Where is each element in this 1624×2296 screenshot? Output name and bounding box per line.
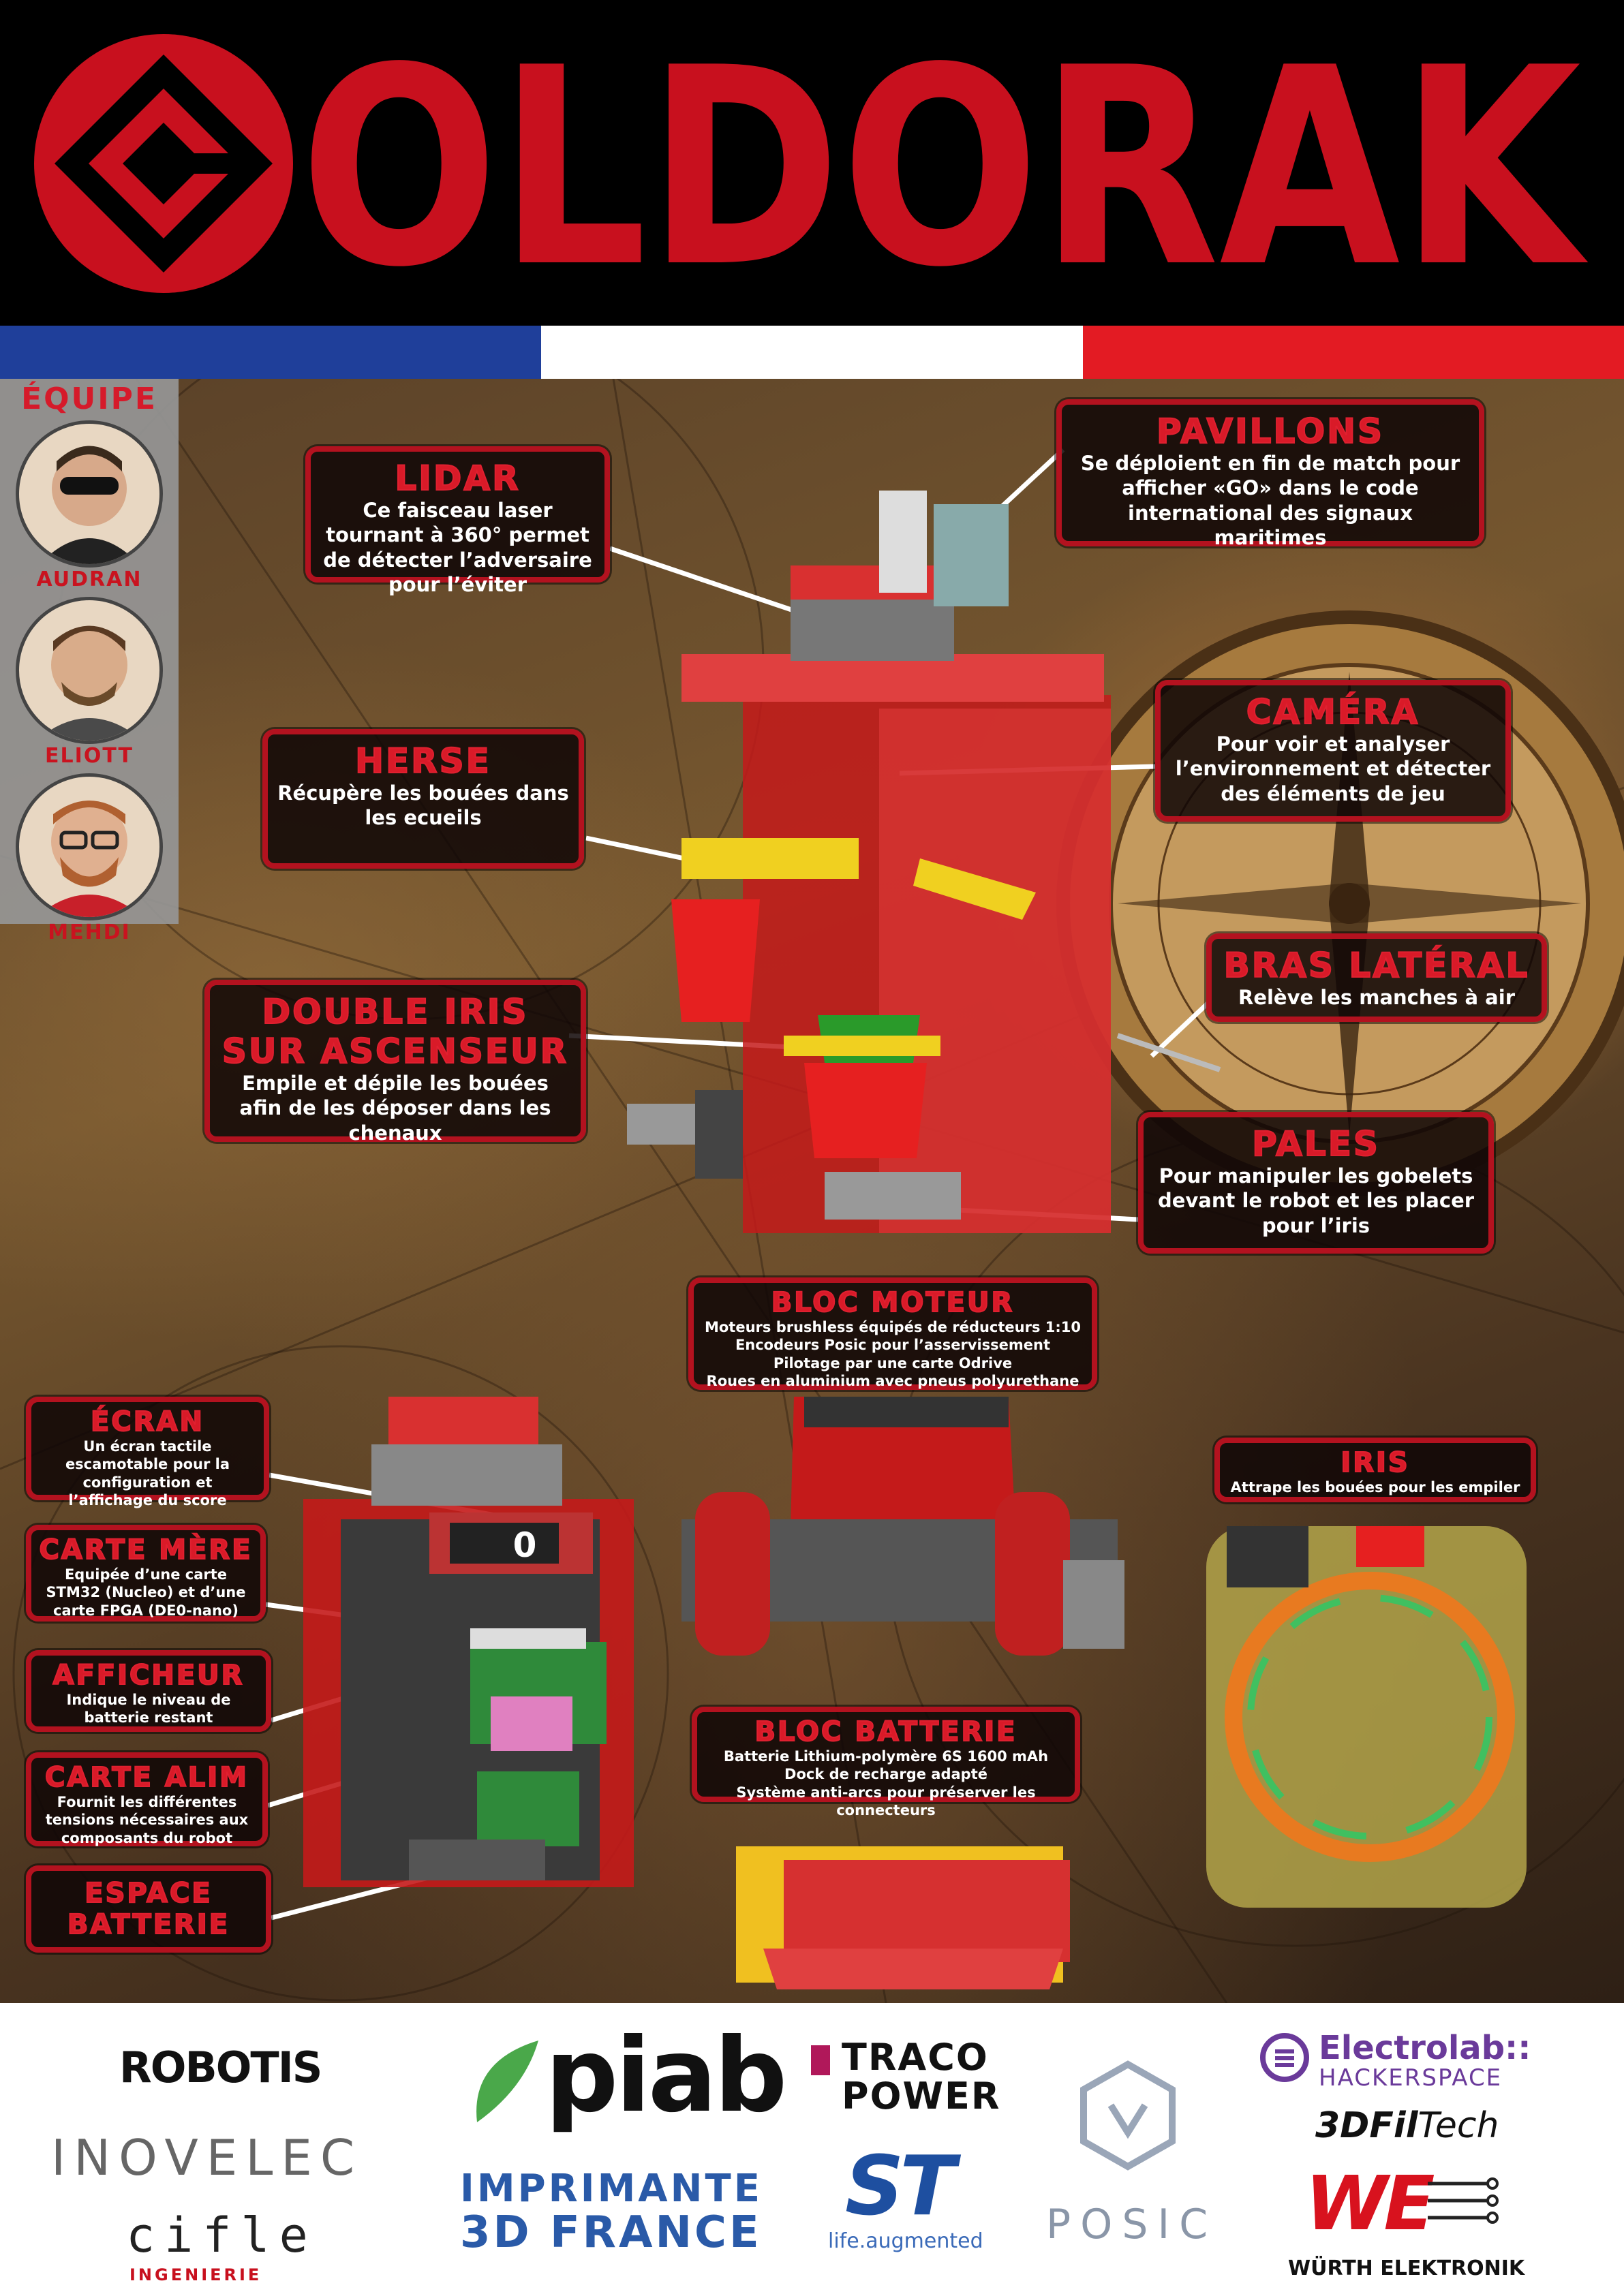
header-banner: OLDORAK	[0, 0, 1624, 326]
callout-carte-alim: CARTE ALIM Fournit les différentes tensi…	[26, 1752, 268, 1846]
posic-logo-icon	[1080, 2060, 1176, 2171]
sponsor-3dfiltech: 3DFilTech	[1315, 2105, 1499, 2146]
callout-desc: Pour manipuler les gobelets devant le ro…	[1157, 1164, 1475, 1237]
sponsor-electrolab-line2: HACKERSPACE	[1319, 2064, 1503, 2092]
callout-title: CAMÉRA	[1246, 692, 1420, 732]
callout-title: PALES	[1251, 1123, 1380, 1164]
sponsor-piab: piab	[545, 2017, 787, 2135]
callout-title: LIDAR	[394, 458, 521, 499]
piab-leaf-icon	[476, 2041, 538, 2122]
goldorak-logo: OLDORAK	[34, 27, 1590, 300]
sponsor-st: ST	[845, 2139, 955, 2234]
flag-blue	[0, 326, 542, 379]
callout-title: ÉCRAN	[90, 1406, 204, 1438]
sponsor-electrolab-line1: Electrolab::	[1319, 2029, 1531, 2067]
goldorak-emblem-icon	[34, 34, 293, 293]
callout-double-iris: DOUBLE IRIS SUR ASCENSEUR Empile et dépi…	[204, 980, 586, 1145]
callout-desc: Récupère les bouées dans les ecueils	[277, 781, 569, 830]
callout-line: Roues en aluminium avec pneus polyuretha…	[706, 1372, 1079, 1389]
sponsor-cifle-sub: INGENIERIE	[129, 2265, 262, 2284]
sponsor-footer: ROBOTIS INOVELEC cifle INGENIERIE piab I…	[0, 2003, 1624, 2296]
callout-bloc-batterie: BLOC BATTERIE Batterie Lithium-polymère …	[692, 1707, 1080, 1818]
callout-bras-lateral: BRAS LATÉRAL Relève les manches à air	[1206, 933, 1547, 1022]
callout-pavillons: PAVILLONS Se déploient en fin de match p…	[1056, 399, 1484, 549]
member-name: AUDRAN	[36, 568, 142, 591]
callout-title: HERSE	[354, 741, 491, 781]
sponsor-we: WE	[1305, 2160, 1435, 2247]
callout-title: BLOC MOTEUR	[771, 1286, 1015, 1319]
callout-desc: Pour voir et analyser l’environnement et…	[1175, 732, 1491, 805]
callout-pales: PALES Pour manipuler les gobelets devant…	[1138, 1112, 1494, 1254]
callout-line: Système anti-arcs pour préserver les con…	[736, 1784, 1036, 1818]
callout-desc: Equipée d’une carte STM32 (Nucleo) et d’…	[46, 1566, 246, 1619]
sponsor-robotis: ROBOTIS	[119, 2043, 322, 2092]
sponsor-traco-line2: POWER	[842, 2075, 1001, 2117]
sponsor-traco-line1: TRACO	[842, 2036, 989, 2079]
callout-title: BLOC BATTERIE	[754, 1716, 1017, 1748]
sponsor-3dfiltech-part1: 3DFil	[1315, 2105, 1418, 2146]
callout-line: Encodeurs Posic pour l’asservissement	[735, 1337, 1051, 1354]
avatar-eliott	[16, 597, 163, 744]
avatar-audran	[16, 420, 163, 568]
callout-ecran: ÉCRAN Un écran tactile escamotable pour …	[26, 1397, 269, 1508]
callout-line: Batterie Lithium-polymère 6S 1600 mAh	[723, 1748, 1049, 1765]
member-name: ELIOTT	[45, 744, 134, 768]
team-title: ÉQUIPE	[21, 382, 157, 416]
avatar-mehdi	[16, 773, 163, 920]
callout-line: Dock de recharge adapté	[784, 1766, 987, 1783]
sponsor-imprimante-3d-line2: 3D FRANCE	[460, 2207, 762, 2258]
callout-desc: Se déploient en fin de match pour affich…	[1080, 452, 1460, 549]
callout-title: AFFICHEUR	[52, 1659, 245, 1692]
callout-carte-mere: CARTE MÈRE Equipée d’une carte STM32 (Nu…	[26, 1525, 266, 1622]
callout-title: BRAS LATÉRAL	[1223, 945, 1530, 986]
sponsor-st-sub: life.augmented	[828, 2229, 983, 2253]
logo-title: OLDORAK	[300, 27, 1590, 300]
electrolab-logo-icon	[1260, 2033, 1309, 2082]
french-flag-stripe	[0, 326, 1624, 379]
callout-desc: Attrape les bouées pour les empiler	[1230, 1479, 1520, 1495]
member-name: MEHDI	[48, 920, 131, 944]
team-panel: ÉQUIPE AUDRAN ELIOTT MEHDI	[0, 379, 179, 944]
callout-desc: Fournit les différentes tensions nécessa…	[45, 1794, 249, 1846]
callout-afficheur: AFFICHEUR Indique le niveau de batterie …	[26, 1650, 271, 1732]
callout-herse: HERSE Récupère les bouées dans les ecuei…	[262, 729, 584, 869]
traco-mark-icon	[811, 2045, 830, 2075]
callout-line: Pilotage par une carte Odrive	[773, 1354, 1013, 1371]
callout-title: PAVILLONS	[1156, 411, 1384, 452]
callout-title: CARTE ALIM	[44, 1761, 249, 1794]
callout-iris: IRIS Attrape les bouées pour les empiler	[1214, 1438, 1536, 1502]
callout-title: DOUBLE IRIS SUR ASCENSEUR	[221, 991, 569, 1072]
callout-lidar: LIDAR Ce faisceau laser tournant à 360° …	[305, 446, 610, 596]
sponsor-wurth: WÜRTH ELEKTRONIK	[1288, 2256, 1525, 2280]
sponsor-posic: POSIC	[1046, 2201, 1218, 2248]
callout-desc: Un écran tactile escamotable pour la con…	[65, 1438, 230, 1508]
callout-espace-batterie: ESPACE BATTERIE	[26, 1865, 271, 1953]
callout-desc: Empile et dépile les bouées afin de les …	[239, 1072, 551, 1145]
flag-red	[1082, 326, 1624, 379]
callout-desc: Relève les manches à air	[1238, 986, 1515, 1009]
callout-title: IRIS	[1340, 1446, 1410, 1479]
callout-title: ESPACE BATTERIE	[67, 1877, 230, 1941]
sponsor-imprimante-3d-line1: IMPRIMANTE	[460, 2167, 763, 2211]
callout-title: CARTE MÈRE	[38, 1534, 253, 1566]
flag-white	[541, 326, 1083, 379]
callout-line: Moteurs brushless équipés de réducteurs …	[704, 1319, 1082, 1335]
callout-desc: Indique le niveau de batterie restant	[66, 1692, 231, 1726]
callout-desc: Ce faisceau laser tournant à 360° permet…	[323, 499, 592, 596]
sponsor-cifle: cifle	[126, 2207, 318, 2263]
circuit-lines-icon	[1428, 2177, 1499, 2224]
sponsor-3dfiltech-part2: Tech	[1418, 2105, 1499, 2146]
callout-camera: CAMÉRA Pour voir et analyser l’environne…	[1155, 680, 1511, 822]
callout-bloc-moteur: BLOC MOTEUR Moteurs brushless équipés de…	[688, 1277, 1097, 1390]
sponsor-inovelec: INOVELEC	[51, 2129, 363, 2186]
